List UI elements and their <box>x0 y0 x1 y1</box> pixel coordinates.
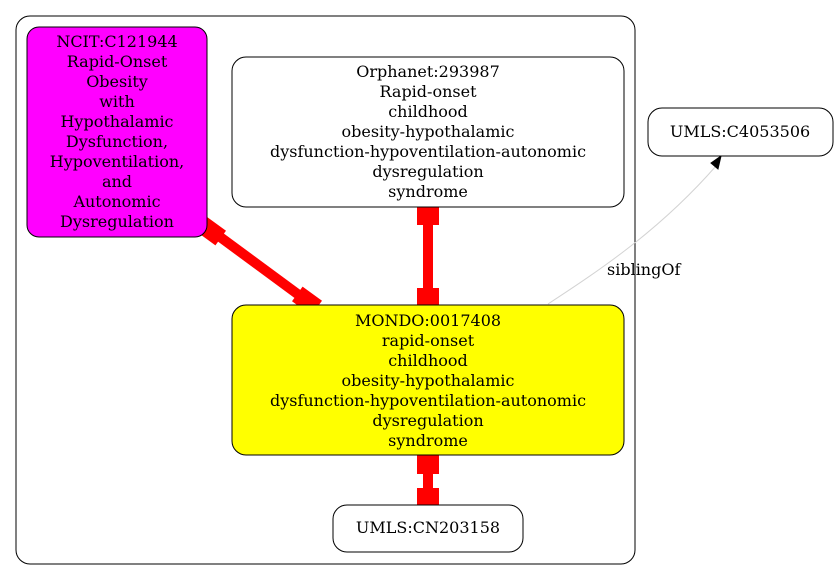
node-umls-c4053506-label: UMLS:C4053506 <box>670 122 810 141</box>
label-line: Hypothalamic <box>60 112 173 131</box>
label-line: Obesity <box>86 72 148 91</box>
node-umls-c4053506[interactable]: UMLS:C4053506 <box>647 107 834 157</box>
sibling-edge-label: siblingOf <box>607 260 681 279</box>
label-line: syndrome <box>388 182 468 201</box>
edge-orphanet-mondo <box>417 201 439 312</box>
node-mondo-box <box>231 304 625 456</box>
label-line: Rapid-Onset <box>67 52 168 71</box>
label-line: obesity-hypothalamic <box>342 122 515 141</box>
edge-ncit-mondo <box>196 216 322 316</box>
label-line: Orphanet:293987 <box>356 62 500 81</box>
node-ncit-box <box>26 26 208 238</box>
label-line: dysfunction-hypoventilation-autonomic <box>270 142 586 161</box>
node-orphanet-box <box>231 56 625 208</box>
label-line: Dysfunction, <box>66 132 168 151</box>
label-line: MONDO:0017408 <box>355 311 501 330</box>
sibling-edge: siblingOf <box>547 154 722 305</box>
label-line: Hypoventilation, <box>50 152 184 171</box>
edge-mondo-umls-cn203158 <box>417 450 439 511</box>
label-line: childhood <box>388 102 468 121</box>
label-line: childhood <box>388 351 468 370</box>
label-line: UMLS:CN203158 <box>356 518 500 537</box>
label-line: with <box>99 92 135 111</box>
label-line: Rapid-onset <box>379 82 477 101</box>
label-line: dysregulation <box>372 411 483 430</box>
label-line: rapid-onset <box>382 331 475 350</box>
node-umls-c4053506-box <box>647 107 834 157</box>
label-line: UMLS:C4053506 <box>670 122 810 141</box>
label-line: Dysregulation <box>60 212 174 231</box>
node-umls-cn203158-label: UMLS:CN203158 <box>356 518 500 537</box>
node-umls-cn203158-box <box>332 504 524 553</box>
edge-mondo-umls-end-mondo <box>417 450 439 474</box>
cluster-box <box>15 15 636 565</box>
sibling-edge-arrowhead <box>710 154 722 170</box>
edge-ncit-mondo-line <box>209 226 310 306</box>
sibling-edge-line <box>547 165 717 305</box>
label-line: NCIT:C121944 <box>56 32 177 51</box>
label-line: syndrome <box>388 431 468 450</box>
label-line: dysfunction-hypoventilation-autonomic <box>270 391 586 410</box>
node-umls-cn203158[interactable]: UMLS:CN203158 <box>332 504 524 553</box>
label-line: obesity-hypothalamic <box>342 371 515 390</box>
label-line: Autonomic <box>72 192 160 211</box>
label-line: dysregulation <box>372 162 483 181</box>
label-line: and <box>102 172 132 191</box>
